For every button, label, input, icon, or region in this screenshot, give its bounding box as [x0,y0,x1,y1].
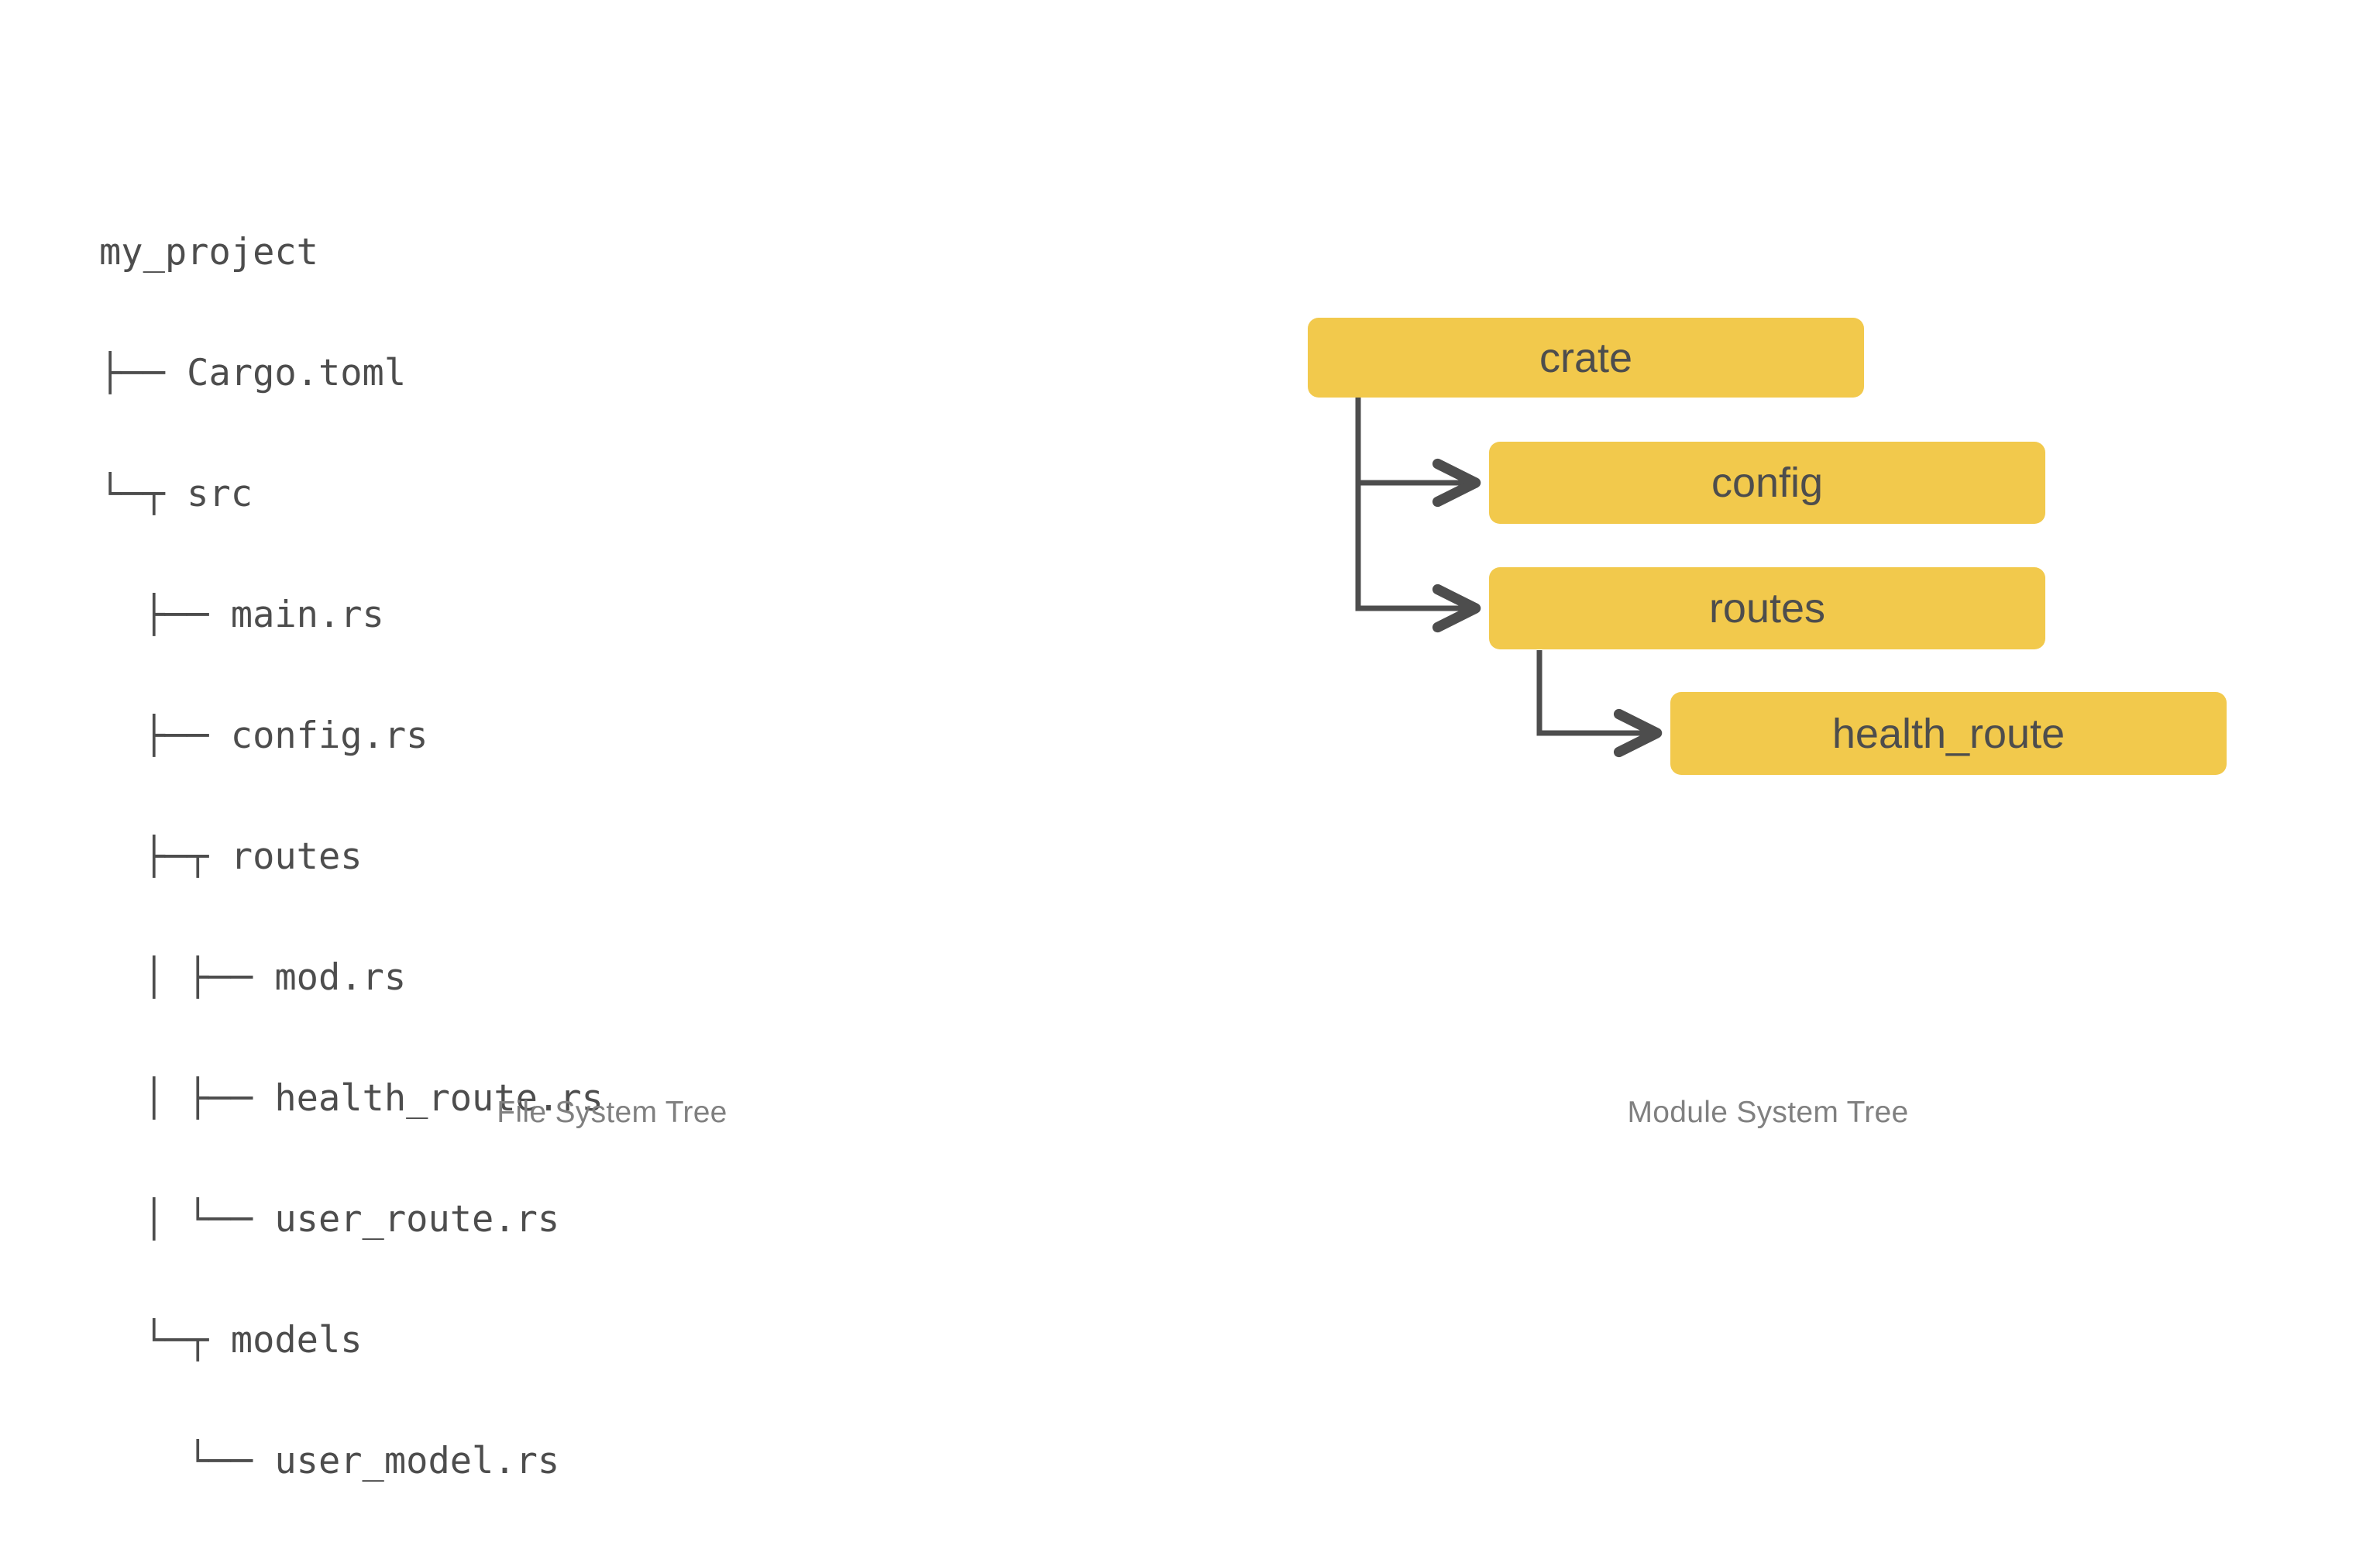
module-node-config[interactable]: config [1489,442,2045,524]
fs-tree-line: ├── main.rs [99,594,384,636]
fs-tree-line: ├─┬ routes [99,835,363,878]
file-system-tree-caption: File System Tree [497,1096,727,1129]
module-node-label: health_route [1831,710,2065,757]
fs-tree-line: ├── config.rs [99,714,428,757]
edge-crate-to-routes [1355,398,1481,633]
module-node-label: crate [1539,334,1633,381]
edge-routes-to-health-route [1536,650,1663,758]
diagram-canvas: my_project ├── Cargo.toml └─┬ src ├── ma… [0,0,2380,1482]
module-node-label: routes [1708,585,1826,632]
fs-tree-line: └─┬ src [99,473,253,515]
module-node-health-route[interactable]: health_route [1670,692,2227,775]
edge-crate-to-config [1355,398,1481,508]
fs-tree-line: └── user_model.rs [99,1440,560,1482]
fs-tree-line: │ ├── health_route.rs [99,1077,604,1120]
file-system-tree-panel: my_project ├── Cargo.toml └─┬ src ├── ma… [0,0,1190,1482]
file-system-tree: my_project ├── Cargo.toml └─┬ src ├── ma… [99,152,604,1562]
module-node-crate[interactable]: crate [1308,318,1864,398]
module-node-routes[interactable]: routes [1489,567,2045,649]
fs-tree-line: ├── Cargo.toml [99,352,407,394]
fs-tree-line: │ ├── mod.rs [99,956,407,999]
module-tree-connectors [1355,398,1663,758]
fs-tree-line: │ └── user_route.rs [99,1198,560,1241]
module-system-tree-caption: Module System Tree [1627,1096,1909,1129]
fs-tree-line: └─┬ models [99,1319,363,1362]
module-node-label: config [1711,460,1824,506]
fs-tree-line: my_project [99,231,318,274]
module-system-tree-panel: crate config routes health_route Module … [1190,0,2380,1190]
